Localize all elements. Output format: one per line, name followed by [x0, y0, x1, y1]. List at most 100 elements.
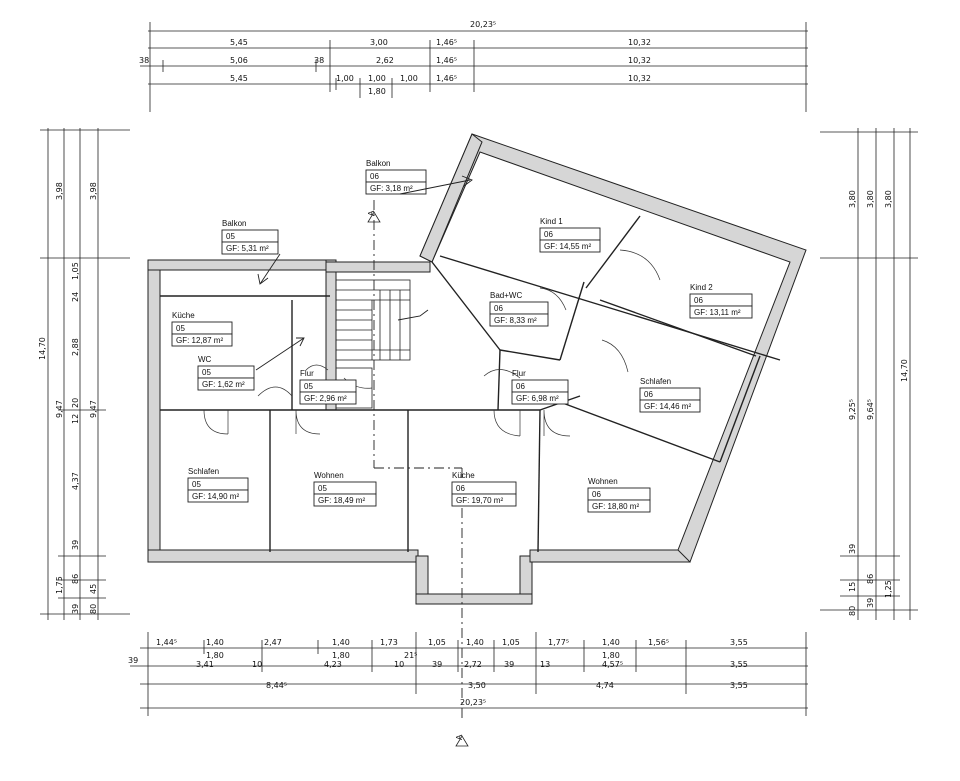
dim-right-mid-b: 9,64⁵ [866, 399, 875, 420]
dim-left-outer-c: 9,47 [55, 400, 64, 418]
dim-bot-2a: 39 [128, 656, 138, 665]
dim-top-3-sub: 1,80 [368, 87, 386, 96]
room-unit: 05 [176, 324, 185, 333]
room-unit: 05 [304, 382, 313, 391]
dim-top-3f: 10,32 [628, 74, 651, 83]
room-unit: 05 [226, 232, 235, 241]
dim-left-mid-e: 12 [71, 414, 80, 424]
dim-left-outer-d: 1,75 [55, 576, 64, 594]
room-unit: 06 [456, 484, 465, 493]
section-mark-bottom: A [455, 734, 464, 740]
dim-top-3c: 1,00 [368, 74, 386, 83]
dim-right-inner-a: 3,80 [848, 190, 857, 208]
room-unit: 05 [202, 368, 211, 377]
dim-top-total: 20,23⁵ [470, 20, 496, 29]
dim-left-inner-c: 45 [89, 584, 98, 594]
dim-left-mid-f: 4,37 [71, 472, 80, 490]
dim-bot-2e: 10 [394, 660, 404, 669]
dim-bot-2g: 2,72 [464, 660, 482, 669]
dim-bot-1i: 1,77⁵ [548, 638, 569, 647]
top-dimension-chain: 20,23⁵ 5,45 3,00 1,46⁵ 10,32 38 5,06 38 … [139, 20, 808, 112]
bottom-dimension-chain: 1,44⁵ 1,40 2,47 1,40 1,73 1,05 1,40 1,05… [128, 632, 808, 716]
room-unit: 05 [318, 484, 327, 493]
room-name: Balkon [222, 219, 246, 228]
dim-left-mid-a: 1,05 [71, 262, 80, 280]
room-unit: 06 [494, 304, 503, 313]
dim-bot-3c: 4,74 [596, 681, 614, 690]
dim-top-2c: 38 [314, 56, 324, 65]
dim-right-inner-e: 80 [848, 606, 857, 616]
room-name: Küche [452, 471, 475, 480]
dim-bot-1-sub-b: 1,80 [332, 651, 350, 660]
dim-bot-1l: 3,55 [730, 638, 748, 647]
dim-right-outer-b: 14,70 [900, 359, 909, 382]
room-name: Flur [300, 369, 314, 378]
room-name: Bad+WC [490, 291, 522, 300]
room-area: GF: 14,55 m² [544, 242, 591, 251]
dim-bot-2-small: 21⁵ [404, 651, 417, 660]
dim-bot-1c: 2,47 [264, 638, 282, 647]
bay-bottom-wall [415, 593, 533, 605]
right-wing-bottom-wall [529, 549, 691, 563]
dim-bot-2i: 13 [540, 660, 550, 669]
dim-left-inner-b: 9,47 [89, 400, 98, 418]
room-kind-2: Kind 2 06 GF: 13,11 m² [689, 283, 753, 319]
room-name: Kind 1 [540, 217, 563, 226]
room-name: Schlafen [640, 377, 671, 386]
room-balkon-06: Balkon 06 GF: 3,18 m² [365, 159, 473, 195]
dim-top-2d: 2,62 [376, 56, 394, 65]
dim-top-1b: 3,00 [370, 38, 388, 47]
dim-bot-2k: 3,55 [730, 660, 748, 669]
dim-left-mid-c: 2,88 [71, 338, 80, 356]
dim-top-3d: 1,00 [400, 74, 418, 83]
room-area: GF: 14,90 m² [192, 492, 239, 501]
room-area: GF: 18,49 m² [318, 496, 365, 505]
room-balkon-05: Balkon 05 GF: 5,31 m² [221, 219, 281, 285]
dim-top-1d: 10,32 [628, 38, 651, 47]
dim-bot-1e: 1,73 [380, 638, 398, 647]
room-area: GF: 1,62 m² [202, 380, 245, 389]
room-name: Flur [512, 369, 526, 378]
dim-top-1c: 1,46⁵ [436, 38, 457, 47]
room-flur-05: Flur 05 GF: 2,96 m² [299, 369, 357, 405]
dim-top-2f: 10,32 [628, 56, 651, 65]
dim-top-3e: 1,46⁵ [436, 74, 457, 83]
room-unit: 06 [592, 490, 601, 499]
dim-right-inner-c: 39 [848, 544, 857, 554]
room-unit: 06 [544, 230, 553, 239]
dim-left-mid-d: 20 [71, 398, 80, 408]
dim-top-2a: 38 [139, 56, 149, 65]
dim-bot-1f: 1,05 [428, 638, 446, 647]
room-area: GF: 6,98 m² [516, 394, 559, 403]
dim-top-1a: 5,45 [230, 38, 248, 47]
room-area: GF: 12,87 m² [176, 336, 223, 345]
dim-left-outer-b: 14,70 [38, 337, 47, 360]
room-name: Wohnen [588, 477, 618, 486]
room-kind-1: Kind 1 06 GF: 14,55 m² [539, 217, 601, 253]
dim-right-inner-b: 9,25⁵ [848, 399, 857, 420]
dim-left-inner-d: 80 [89, 604, 98, 614]
building: A A [147, 133, 807, 747]
room-wohnen-06: Wohnen 06 GF: 18,80 m² [587, 477, 651, 513]
room-area: GF: 13,11 m² [694, 308, 741, 317]
room-wc-05: WC 05 GF: 1,62 m² [197, 337, 305, 391]
room-area: GF: 18,80 m² [592, 502, 639, 511]
left-wing-top-wall [147, 259, 333, 271]
room-bad-wc: Bad+WC 06 GF: 8,33 m² [489, 291, 549, 327]
dim-bot-1a: 1,44⁵ [156, 638, 177, 647]
dim-bot-1-sub-a: 1,80 [206, 651, 224, 660]
left-dimension-chain: 3,98 14,70 9,47 1,75 39 1,05 24 2,88 20 … [38, 128, 130, 620]
dim-left-mid-g: 39 [71, 540, 80, 550]
dim-right-inner-d: 15 [848, 582, 857, 592]
room-kueche-06: Küche 06 GF: 19,70 m² [451, 471, 517, 507]
right-wing-balcony-wall [419, 133, 483, 263]
room-schlafen-06: Schlafen 06 GF: 14,46 m² [639, 377, 701, 413]
room-kueche-05: Küche 05 GF: 12,87 m² [171, 311, 233, 347]
room-area: GF: 2,96 m² [304, 394, 347, 403]
room-unit: 06 [516, 382, 525, 391]
dim-bot-3d: 3,55 [730, 681, 748, 690]
room-unit: 06 [694, 296, 703, 305]
room-area: GF: 14,46 m² [644, 402, 691, 411]
room-name: Schlafen [188, 467, 219, 476]
dim-bot-total: 20,23⁵ [460, 698, 486, 707]
